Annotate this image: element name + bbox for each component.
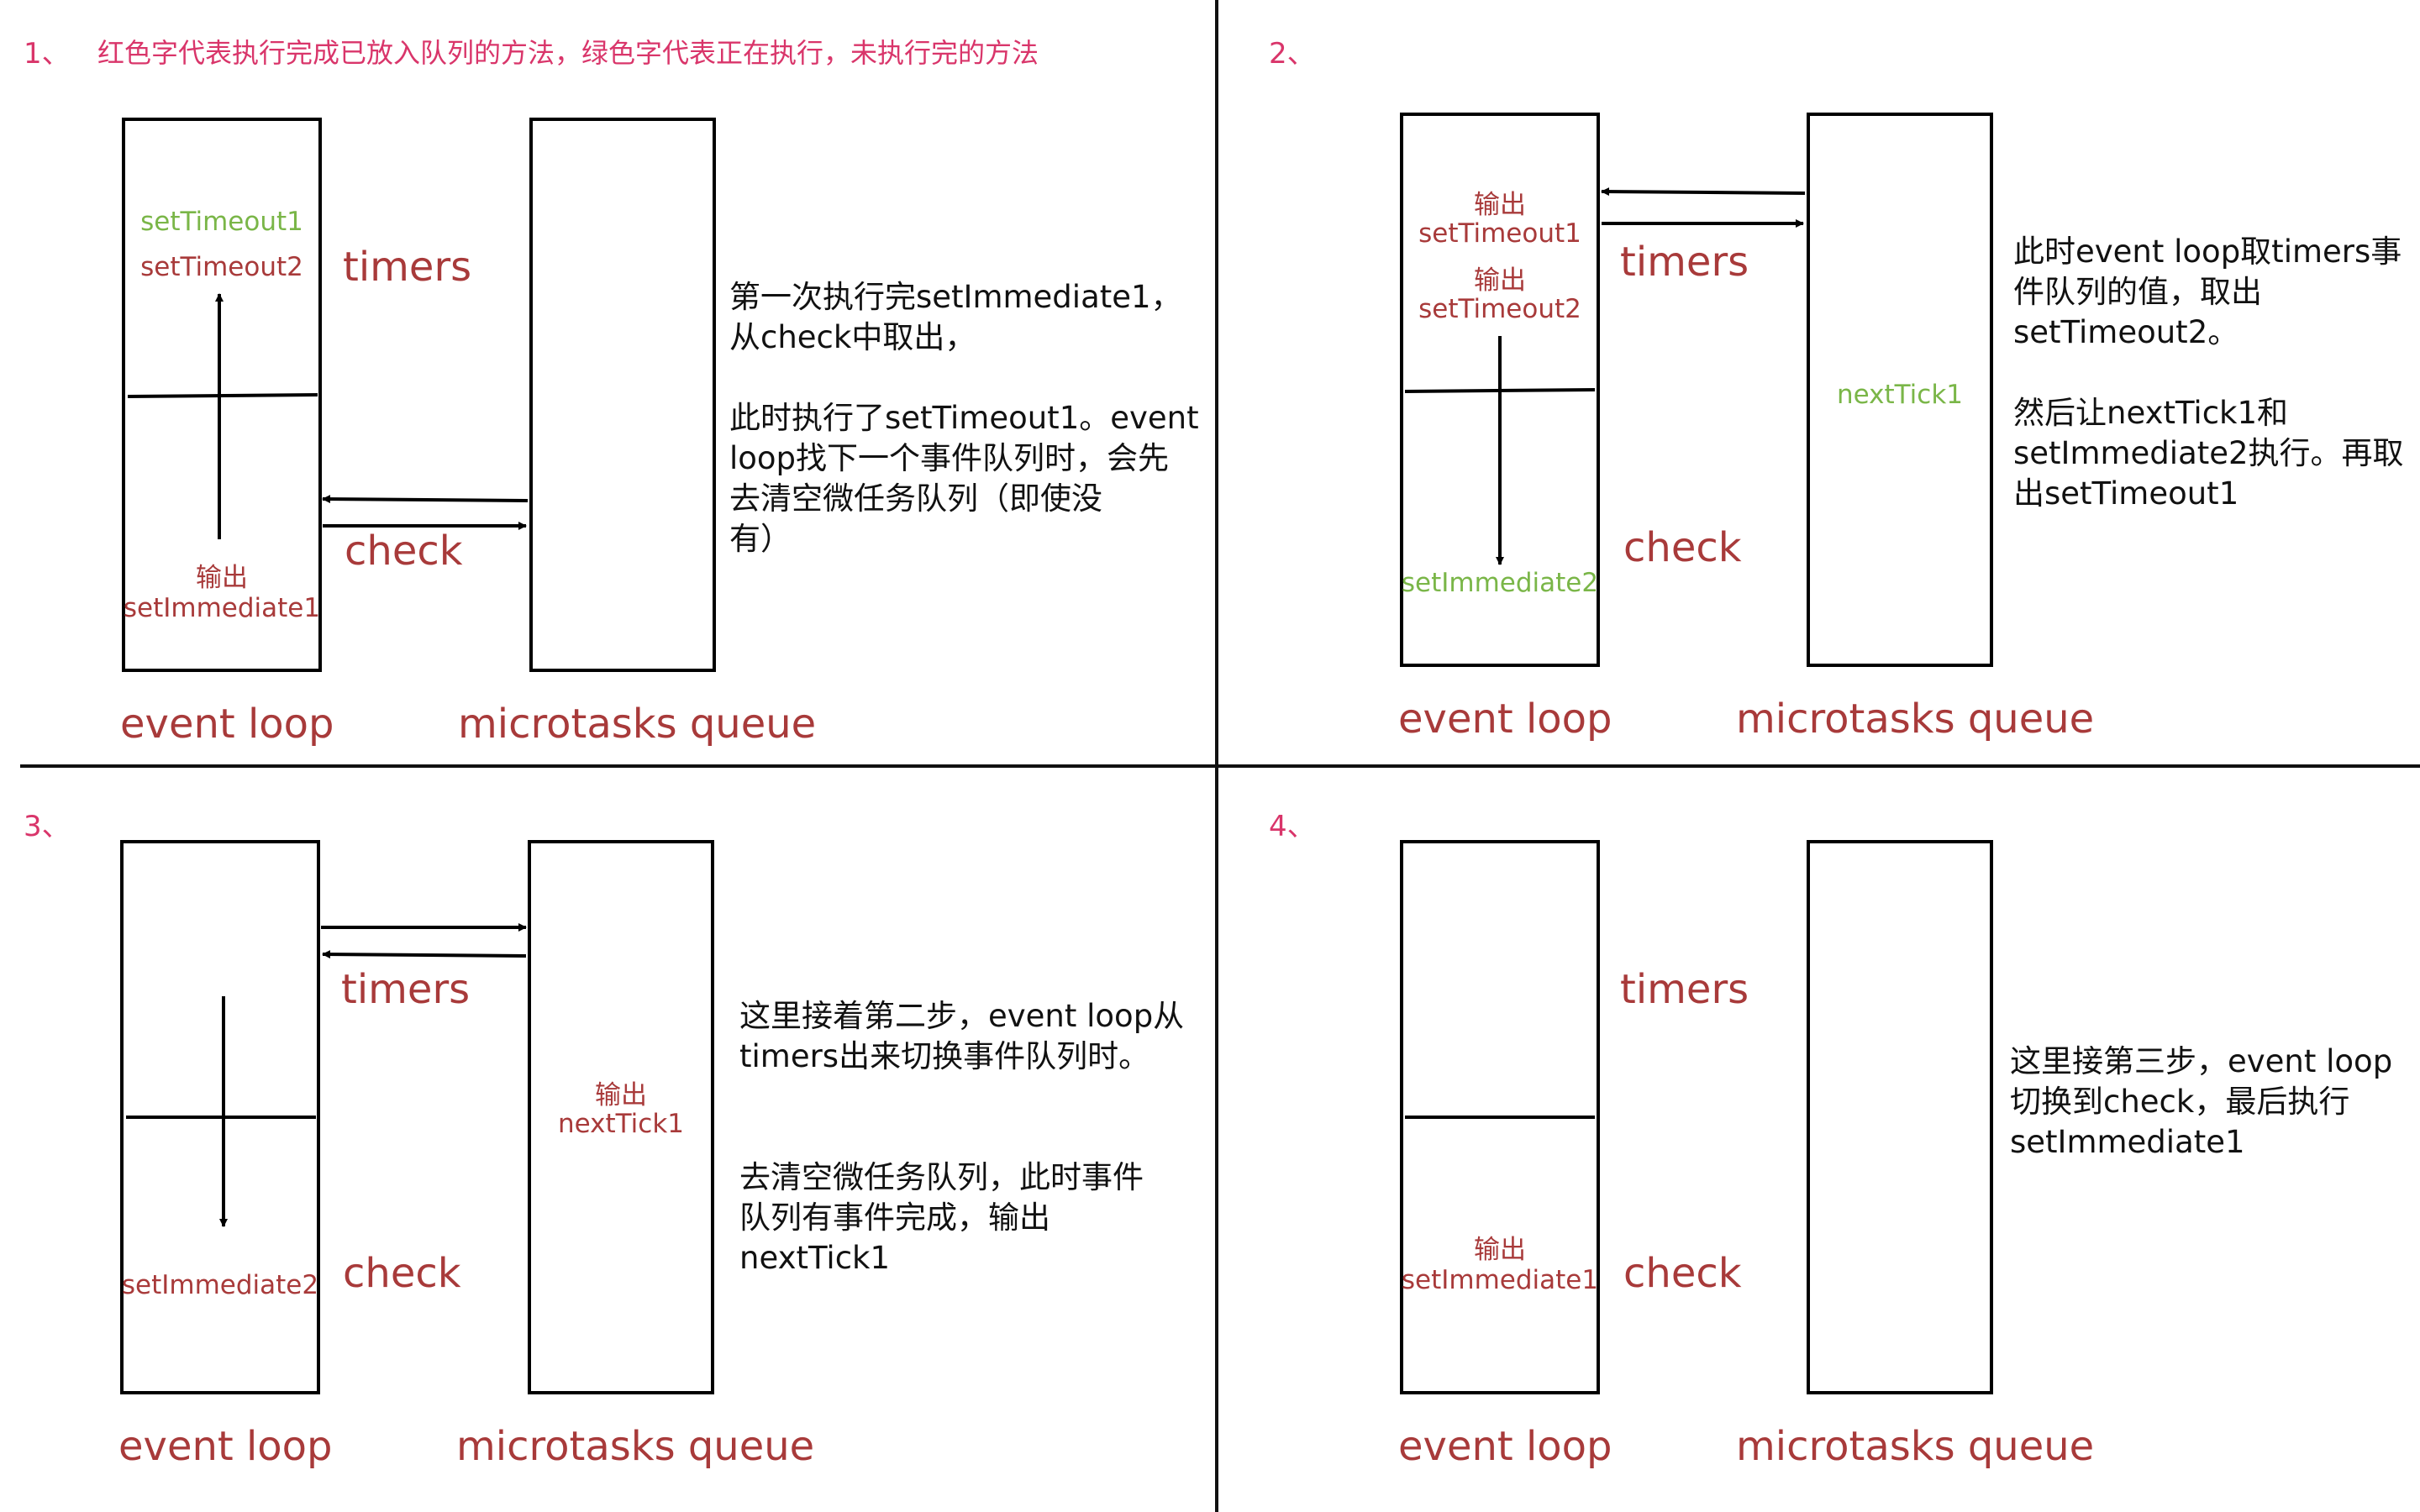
arrow-to-event-loop xyxy=(322,950,527,959)
horizontal-divider xyxy=(20,764,2420,768)
arrow-to-event-loop xyxy=(322,495,529,504)
event-loop-caption: event loop xyxy=(120,701,334,748)
microtasks-queue-caption: microtasks queue xyxy=(458,701,817,748)
explanation-note: 此时event loop取timers事 件队列的值，取出 setTimeout… xyxy=(2013,234,2404,512)
microtasks-queue-box xyxy=(528,840,714,1394)
microtasks-queue-box xyxy=(1807,840,1993,1394)
output-value: setImmediate1 xyxy=(1401,1265,1599,1295)
check-label: check xyxy=(343,1250,461,1297)
finished-item: setTimeout2 xyxy=(140,252,303,282)
event-loop-box xyxy=(1400,840,1600,1394)
timers-label: timers xyxy=(341,966,471,1013)
output-value: setTimeout2 xyxy=(1418,294,1581,324)
timers-label: timers xyxy=(1620,966,1749,1013)
output-value: setImmediate1 xyxy=(123,593,321,623)
check-label: check xyxy=(1623,1250,1742,1297)
output-label: 输出 xyxy=(1474,265,1526,296)
explanation-note: 这里接第三步，event loop 切换到check，最后执行 setImmed… xyxy=(2010,1043,2393,1160)
timers-label: timers xyxy=(343,244,472,291)
microtasks-queue-box xyxy=(529,118,716,672)
color-legend: 红色字代表执行完成已放入队列的方法，绿色字代表正在执行，未执行完的方法 xyxy=(97,37,1039,69)
output-label: 输出 xyxy=(196,563,248,593)
finished-item: setImmediate2 xyxy=(121,1270,319,1300)
step-number: 3、 xyxy=(24,810,71,843)
microtasks-queue-caption: microtasks queue xyxy=(456,1423,815,1470)
output-label: 输出 xyxy=(1474,1235,1526,1265)
microtasks-queue-caption: microtasks queue xyxy=(1736,696,2095,743)
timers-label: timers xyxy=(1620,239,1749,286)
queue-output-label: 输出 xyxy=(595,1080,647,1110)
step-number: 4、 xyxy=(1269,810,1316,843)
arrow-to-event-loop xyxy=(1601,187,1806,197)
output-value: setTimeout1 xyxy=(1418,218,1581,249)
check-label: check xyxy=(1623,524,1742,571)
queue-output-value: nextTick1 xyxy=(558,1109,684,1139)
running-item: setTimeout1 xyxy=(140,207,303,237)
check-label: check xyxy=(345,528,463,575)
step-number: 1、 xyxy=(24,37,71,71)
event-loop-caption: event loop xyxy=(118,1423,333,1470)
running-item: setImmediate2 xyxy=(1401,568,1599,598)
microtasks-queue-caption: microtasks queue xyxy=(1736,1423,2095,1470)
explanation-note: 这里接着第二步，event loop从 timers出来切换事件队列时。 去清空… xyxy=(739,998,1185,1276)
event-loop-caption: event loop xyxy=(1398,696,1612,743)
output-label: 输出 xyxy=(1474,190,1526,220)
event-loop-box xyxy=(120,840,320,1394)
step-number: 2、 xyxy=(1269,37,1316,71)
microtasks-queue-box xyxy=(1807,113,1993,667)
vertical-divider xyxy=(1215,0,1218,1512)
queue-running-item: nextTick1 xyxy=(1837,380,1963,410)
explanation-note: 第一次执行完setImmediate1， 从check中取出， 此时执行了set… xyxy=(729,279,1199,557)
event-loop-caption: event loop xyxy=(1398,1423,1612,1470)
